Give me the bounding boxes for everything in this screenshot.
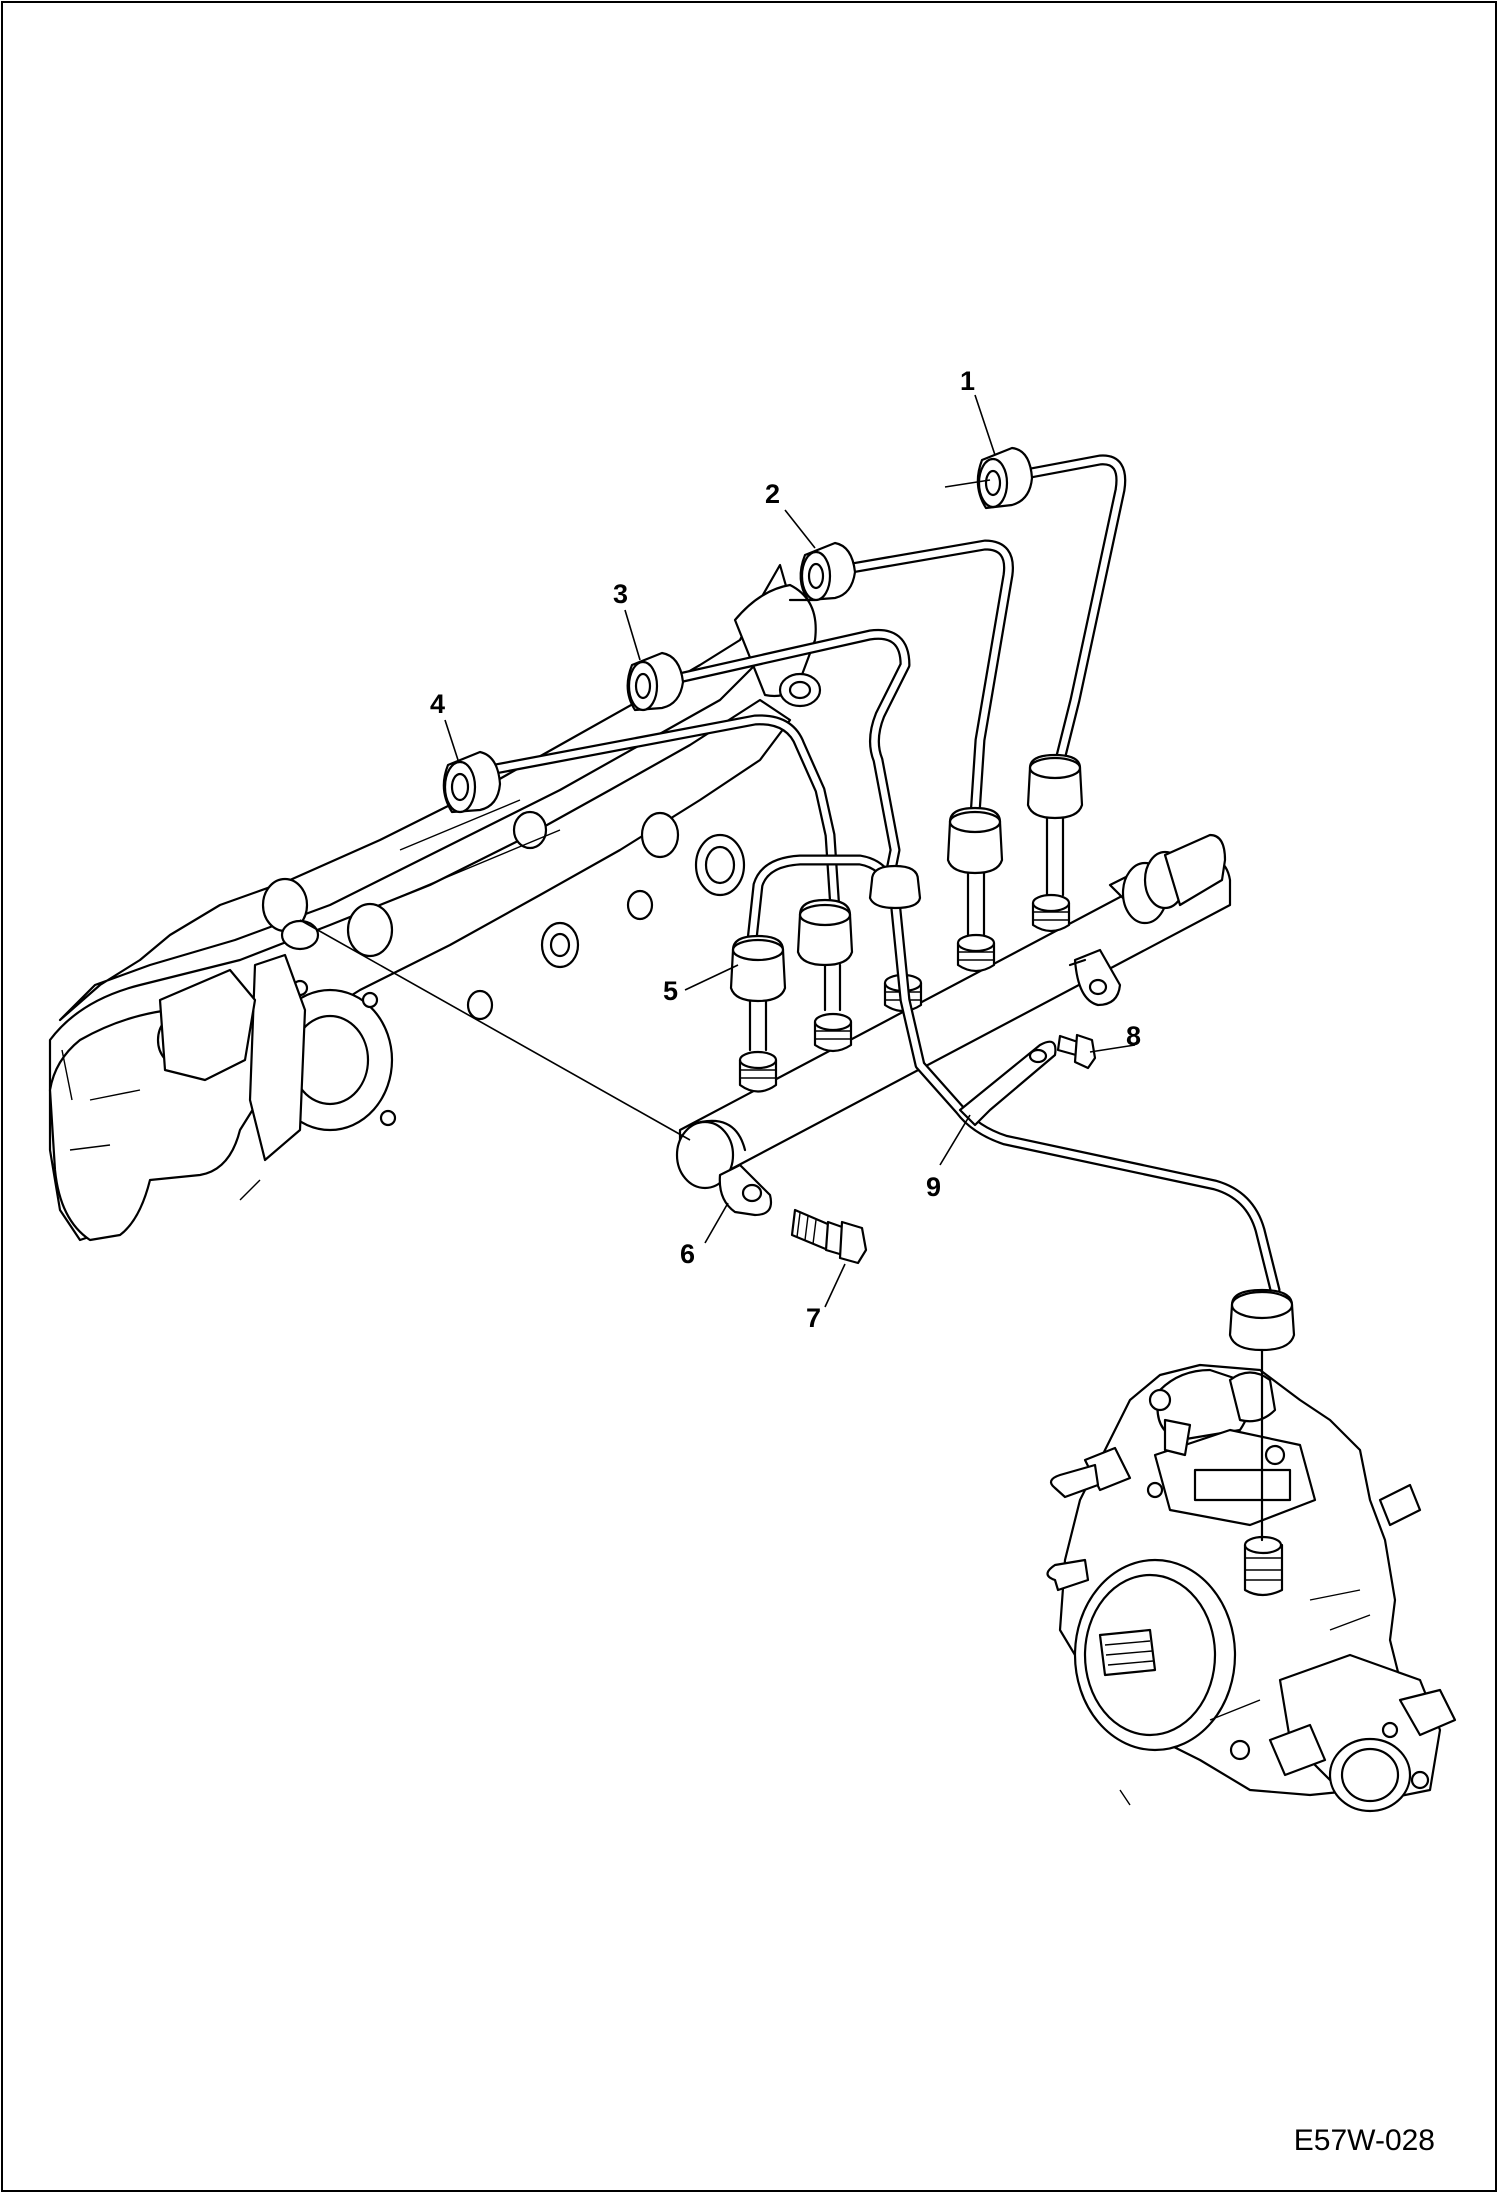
callout-labels: 1 2 3 4 5 6 7 8 9 [430, 366, 1141, 1333]
callout-2: 2 [765, 479, 780, 509]
figure-reference: E57W-028 [1294, 2124, 1435, 2157]
callout-6: 6 [680, 1239, 695, 1269]
injection-pipes [484, 454, 1281, 1296]
leader-lines [299, 394, 1136, 1308]
pipe-nuts [442, 446, 1296, 1352]
callout-9: 9 [926, 1172, 941, 1202]
high-pressure-pump [1046, 1348, 1457, 1813]
callout-4: 4 [430, 689, 445, 719]
intake-manifold [48, 563, 822, 1242]
callout-3: 3 [613, 579, 628, 609]
callout-7: 7 [806, 1303, 821, 1333]
callout-1: 1 [960, 366, 975, 396]
callout-8: 8 [1126, 1021, 1141, 1051]
pipe-clamp [958, 1040, 1057, 1127]
bolt-8 [1056, 1033, 1097, 1070]
rail-bracket-rear [1073, 948, 1122, 1007]
callout-5: 5 [663, 976, 678, 1006]
bolt-7 [790, 1208, 868, 1265]
